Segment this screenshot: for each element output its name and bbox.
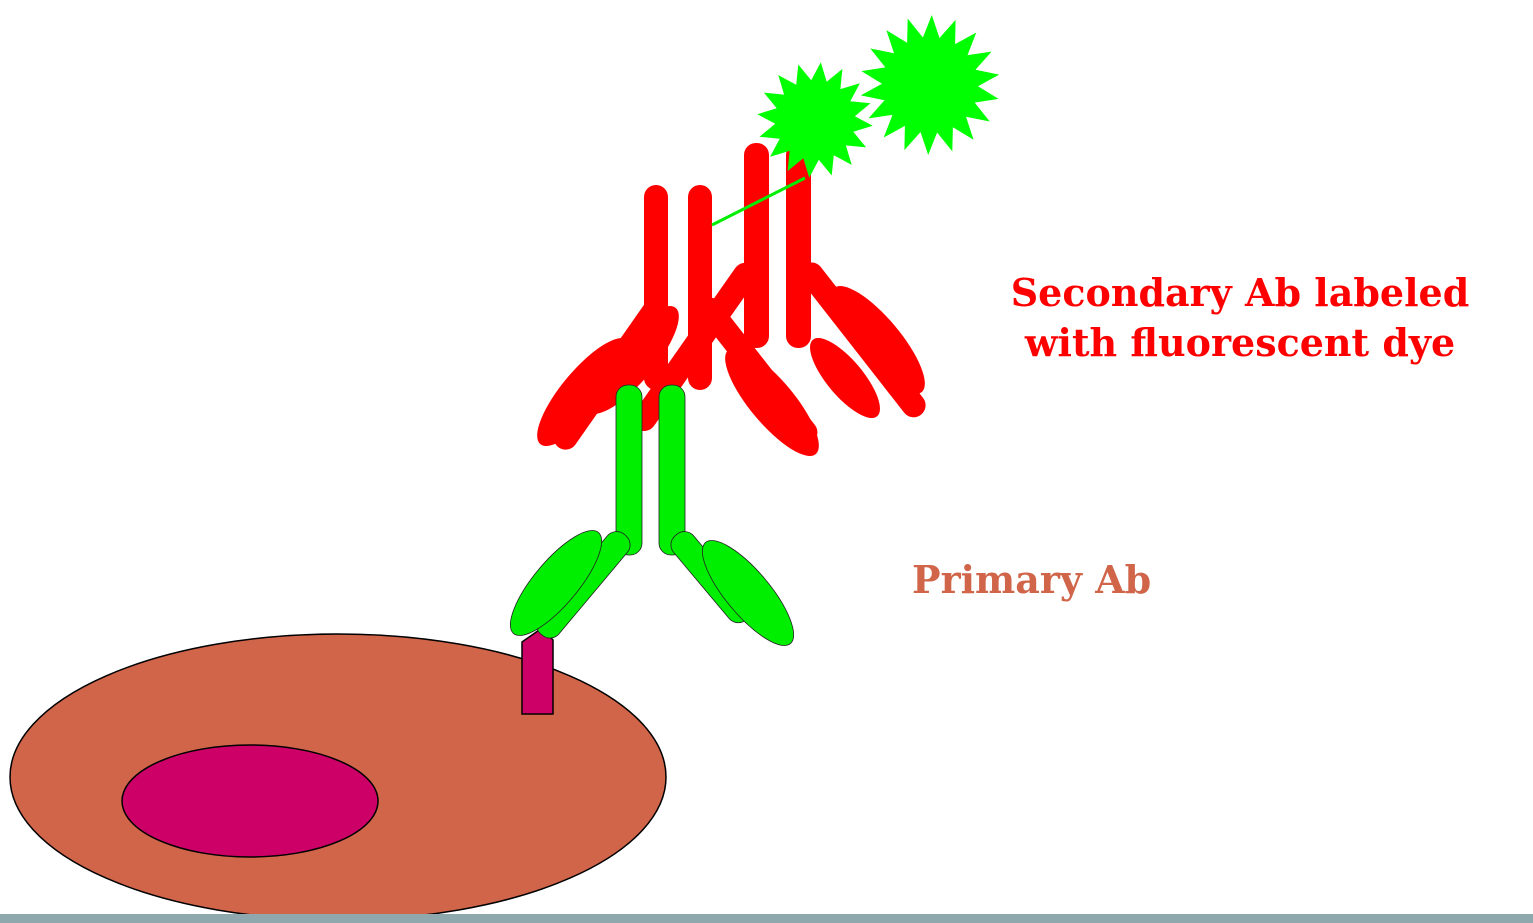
fluorophore-burst-1 (757, 62, 872, 177)
antigen (522, 628, 553, 714)
secondary-ab-label-line2: with fluorescent dye (975, 318, 1505, 368)
primary-ab-label: Primary Ab (912, 555, 1202, 605)
secondary-ab-label-line1: Secondary Ab labeled (975, 268, 1505, 318)
primary-heavy-chain-left (616, 385, 642, 555)
secondary-ab-label: Secondary Ab labeled with fluorescent dy… (975, 268, 1505, 368)
primary-heavy-chain-right (659, 385, 685, 555)
cell (10, 634, 666, 920)
fluorophore-burst-2 (861, 15, 999, 155)
footer-bar (0, 914, 1533, 923)
primary-fab-right (689, 528, 808, 657)
secondary-antibodies (523, 143, 938, 468)
cell-nucleus (122, 745, 378, 857)
fluorescent-dye (757, 15, 999, 178)
